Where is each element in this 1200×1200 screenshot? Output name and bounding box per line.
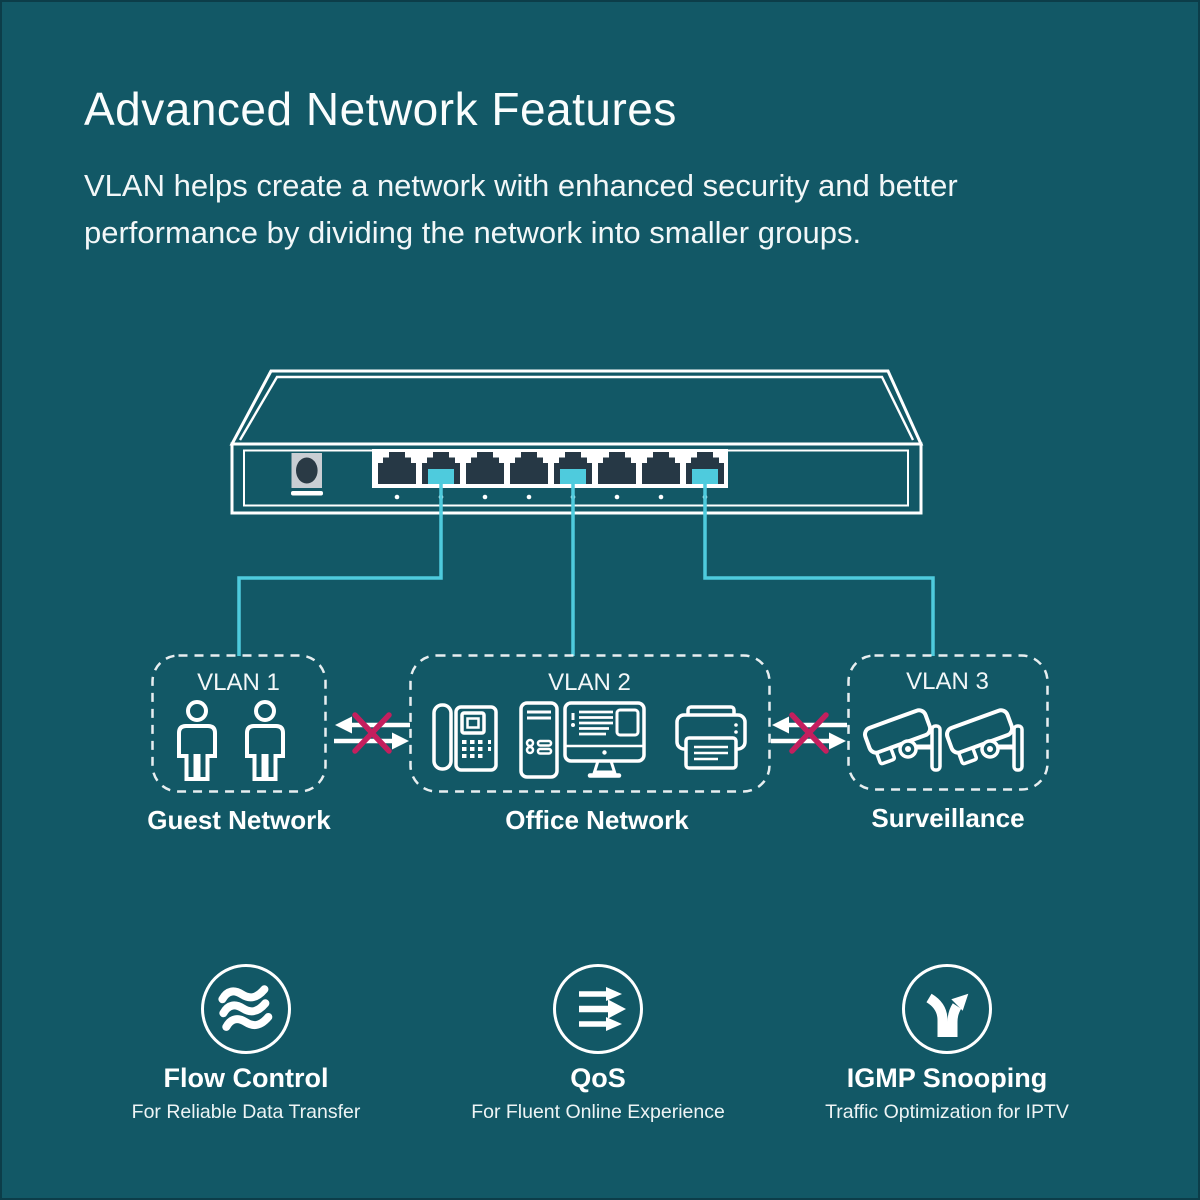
page-title: Advanced Network Features [84,83,677,135]
branch-road-icon [926,993,969,1037]
page-subtitle: VLAN helps create a network with enhance… [84,162,958,256]
waves-icon [218,985,273,1031]
priority-arrows-icon [579,987,626,1031]
ethernet-cables [237,480,935,656]
printer-icon [675,705,747,770]
vlan-boundaries [151,654,1049,793]
power-socket-icon [291,453,323,496]
ip-phone-icon [432,703,498,772]
igmp-snooping-subtitle: Traffic Optimization for IPTV [825,1101,1069,1123]
person-icon [245,700,285,781]
vlan1-label: VLAN 1 [197,669,280,696]
vlan2-caption: Office Network [505,805,689,835]
qos-badge [553,964,643,1054]
igmp-snooping-badge [902,964,992,1054]
monitor-icon [563,701,646,778]
flow-control-title: Flow Control [163,1063,329,1093]
cctv-camera-icon [863,708,942,772]
vlan3-caption: Surveillance [871,803,1025,833]
cctv-camera-icon [945,708,1024,772]
plugged-cable-connectors [428,469,718,484]
cable-to-vlan3 [703,480,935,656]
vlan1-caption: Guest Network [147,805,331,835]
cable-to-vlan1 [237,480,443,656]
person-icon [177,700,217,781]
switch-illustration [229,369,924,515]
blocked-traffic-icon [334,712,410,754]
page-subtitle-line1: VLAN helps create a network with enhance… [84,168,958,203]
switch-top-face [229,369,924,446]
pc-tower-icon [519,701,559,779]
vlan2-boundary [409,654,771,793]
igmp-snooping-title: IGMP Snooping [846,1063,1048,1093]
page-subtitle-line2: performance by dividing the network into… [84,215,862,250]
qos-title: QoS [570,1063,626,1093]
flow-control-subtitle: For Reliable Data Transfer [131,1101,361,1123]
flow-control-badge [201,964,291,1054]
vlan3-boundary [847,654,1049,791]
blocked-traffic-icon [771,712,847,754]
qos-subtitle: For Fluent Online Experience [471,1101,725,1123]
vlan3-label: VLAN 3 [906,668,989,695]
port-strip [372,449,728,500]
vlan2-label: VLAN 2 [548,669,631,696]
